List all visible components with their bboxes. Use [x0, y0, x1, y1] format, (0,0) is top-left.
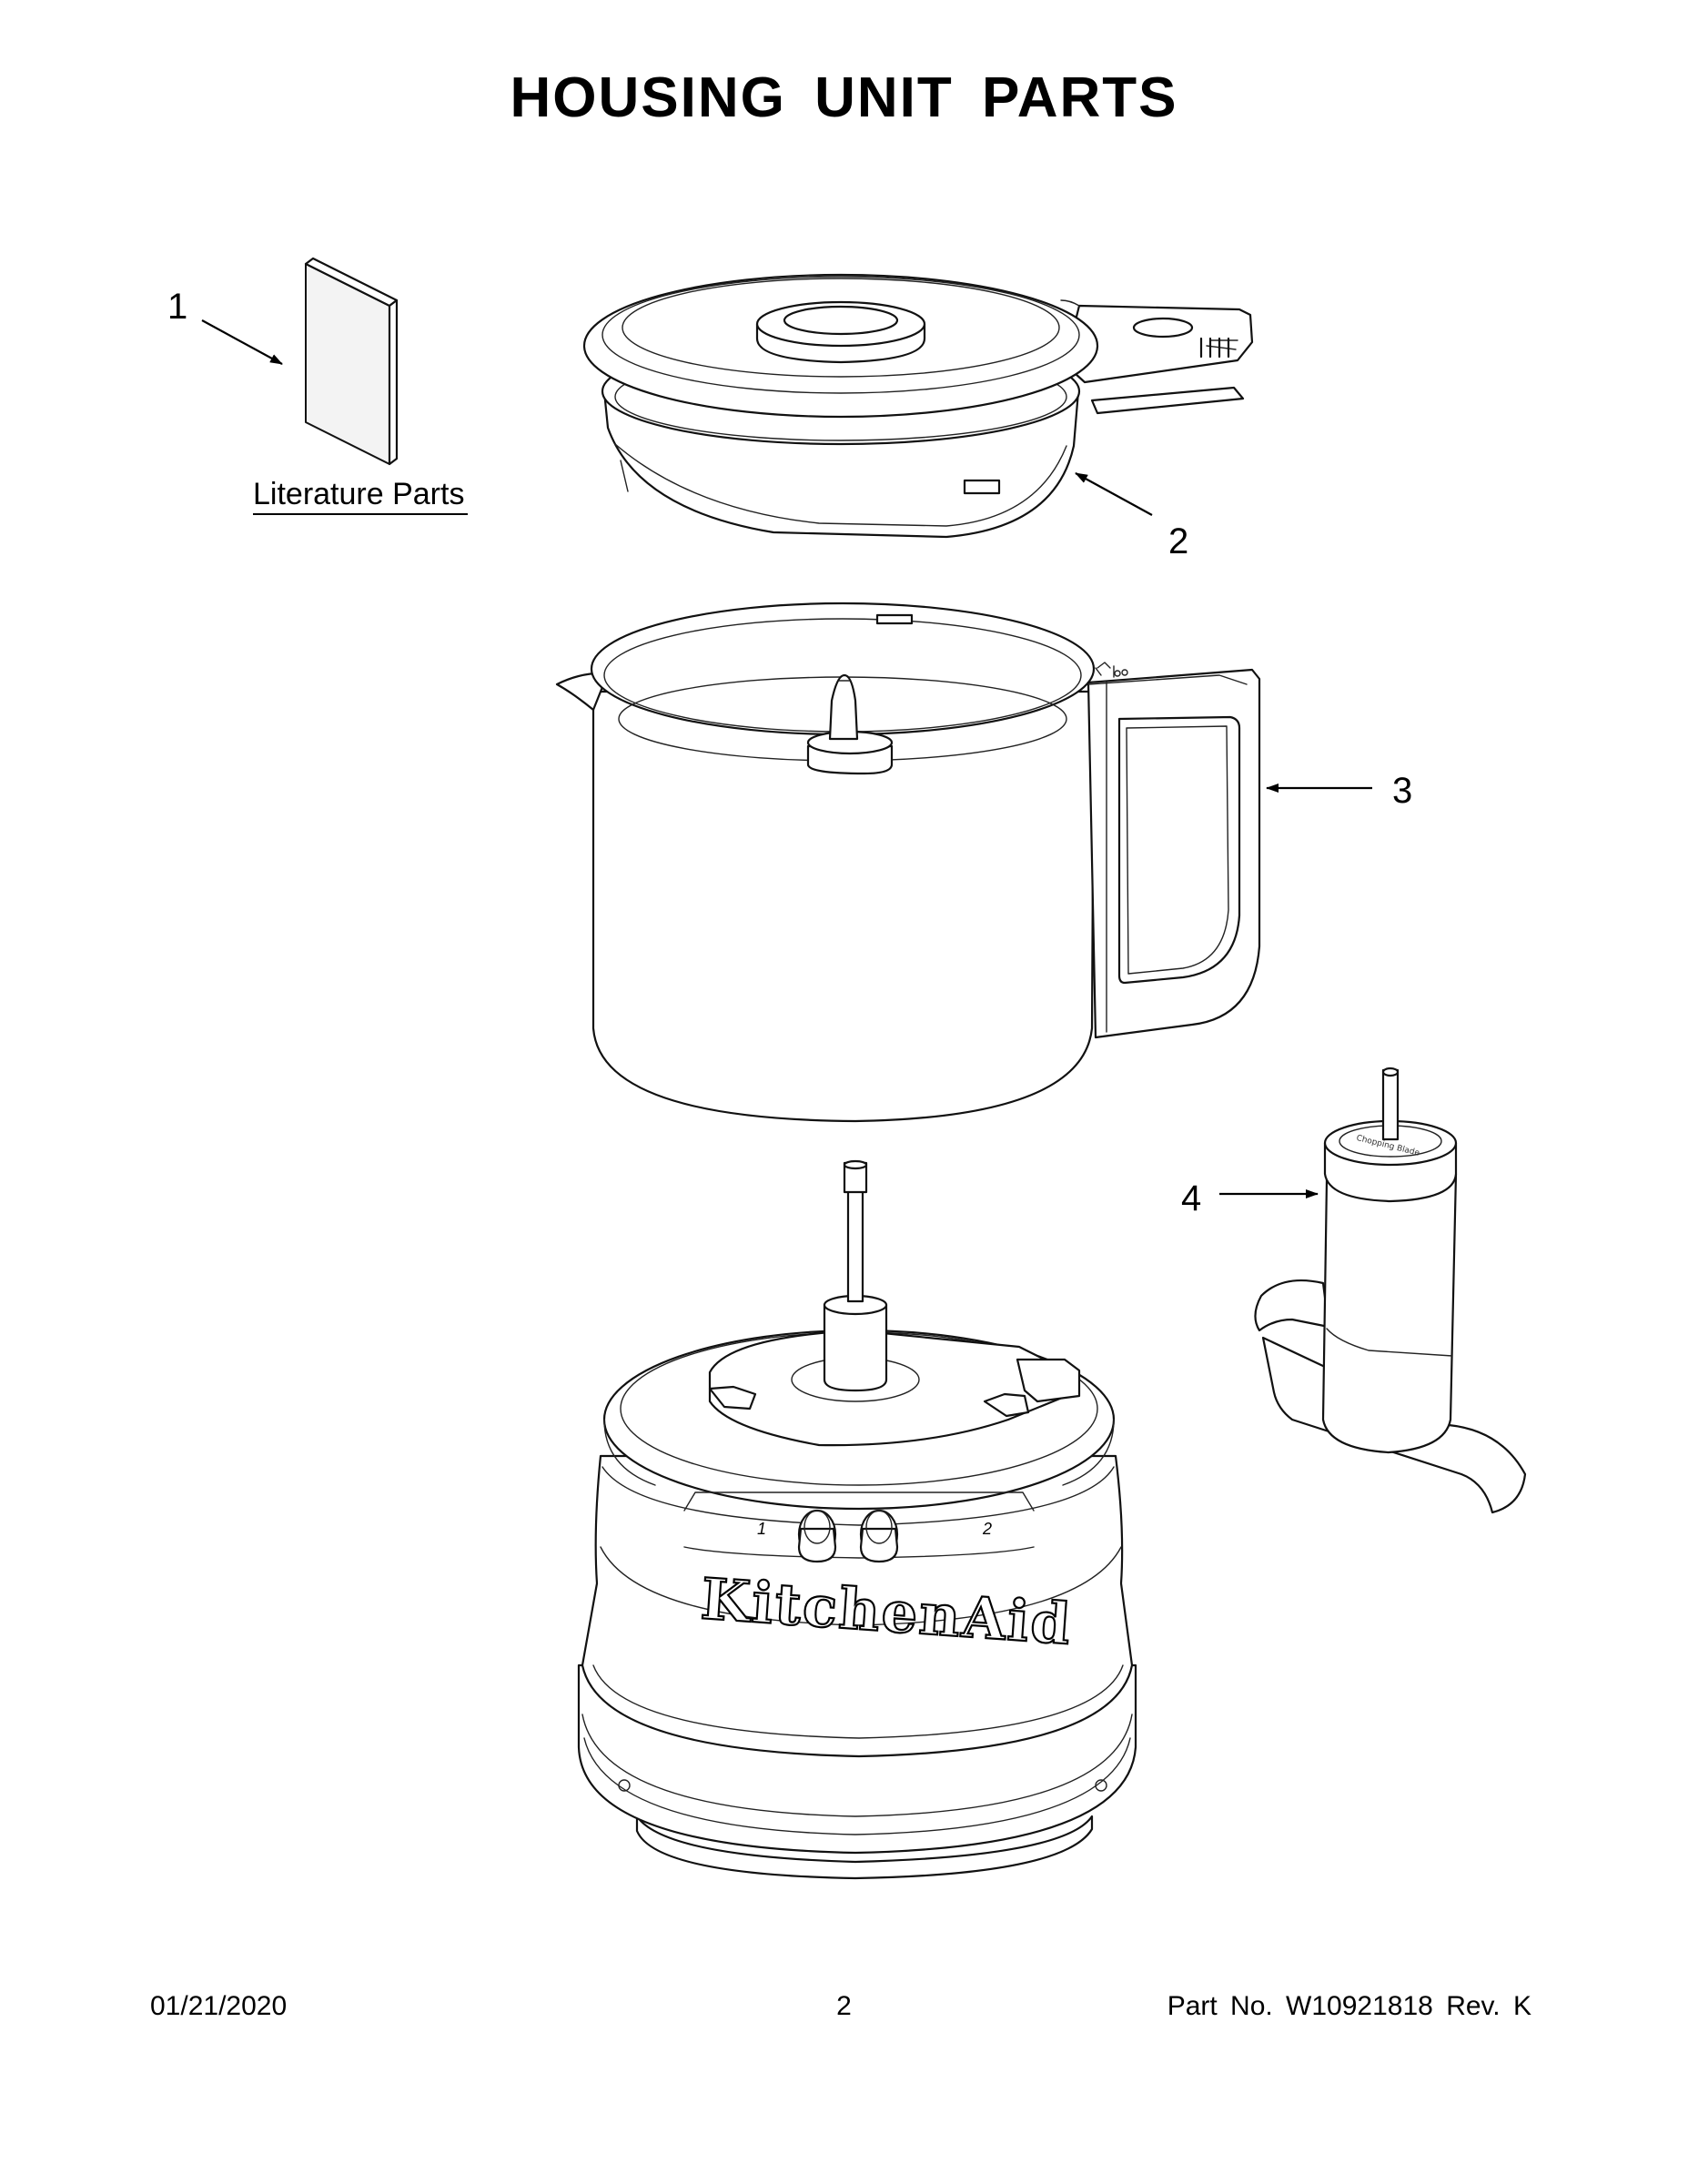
literature-parts-label: Literature Parts: [253, 477, 464, 511]
footer-page-number: 2: [836, 1991, 852, 2021]
callout-4: 4: [1181, 1178, 1201, 1218]
footer-part-number: Part No. W10921818 Rev. K: [1167, 1991, 1531, 2021]
callout-2-arrow: [1075, 472, 1153, 516]
literature-booklet[interactable]: [304, 257, 399, 466]
footer-date: 01/21/2020: [150, 1991, 288, 2021]
callout-3: 3: [1392, 771, 1412, 811]
page-title: HOUSING UNIT PARTS: [510, 66, 1178, 129]
callout-1: 1: [167, 287, 187, 327]
callout-1-arrow: [201, 319, 283, 365]
motor-base[interactable]: 1 2 KitchenAid: [577, 1159, 1137, 1880]
callout-2: 2: [1168, 521, 1188, 561]
speed-label-1: 1: [757, 1520, 766, 1538]
speed-label-2: 2: [982, 1520, 992, 1538]
work-bowl-cover[interactable]: [582, 273, 1254, 539]
speed-button-2[interactable]: [859, 1509, 899, 1563]
chopping-blade[interactable]: Chopping Blade: [1254, 1067, 1527, 1514]
work-bowl[interactable]: [555, 602, 1261, 1123]
speed-button-1[interactable]: [797, 1509, 837, 1563]
